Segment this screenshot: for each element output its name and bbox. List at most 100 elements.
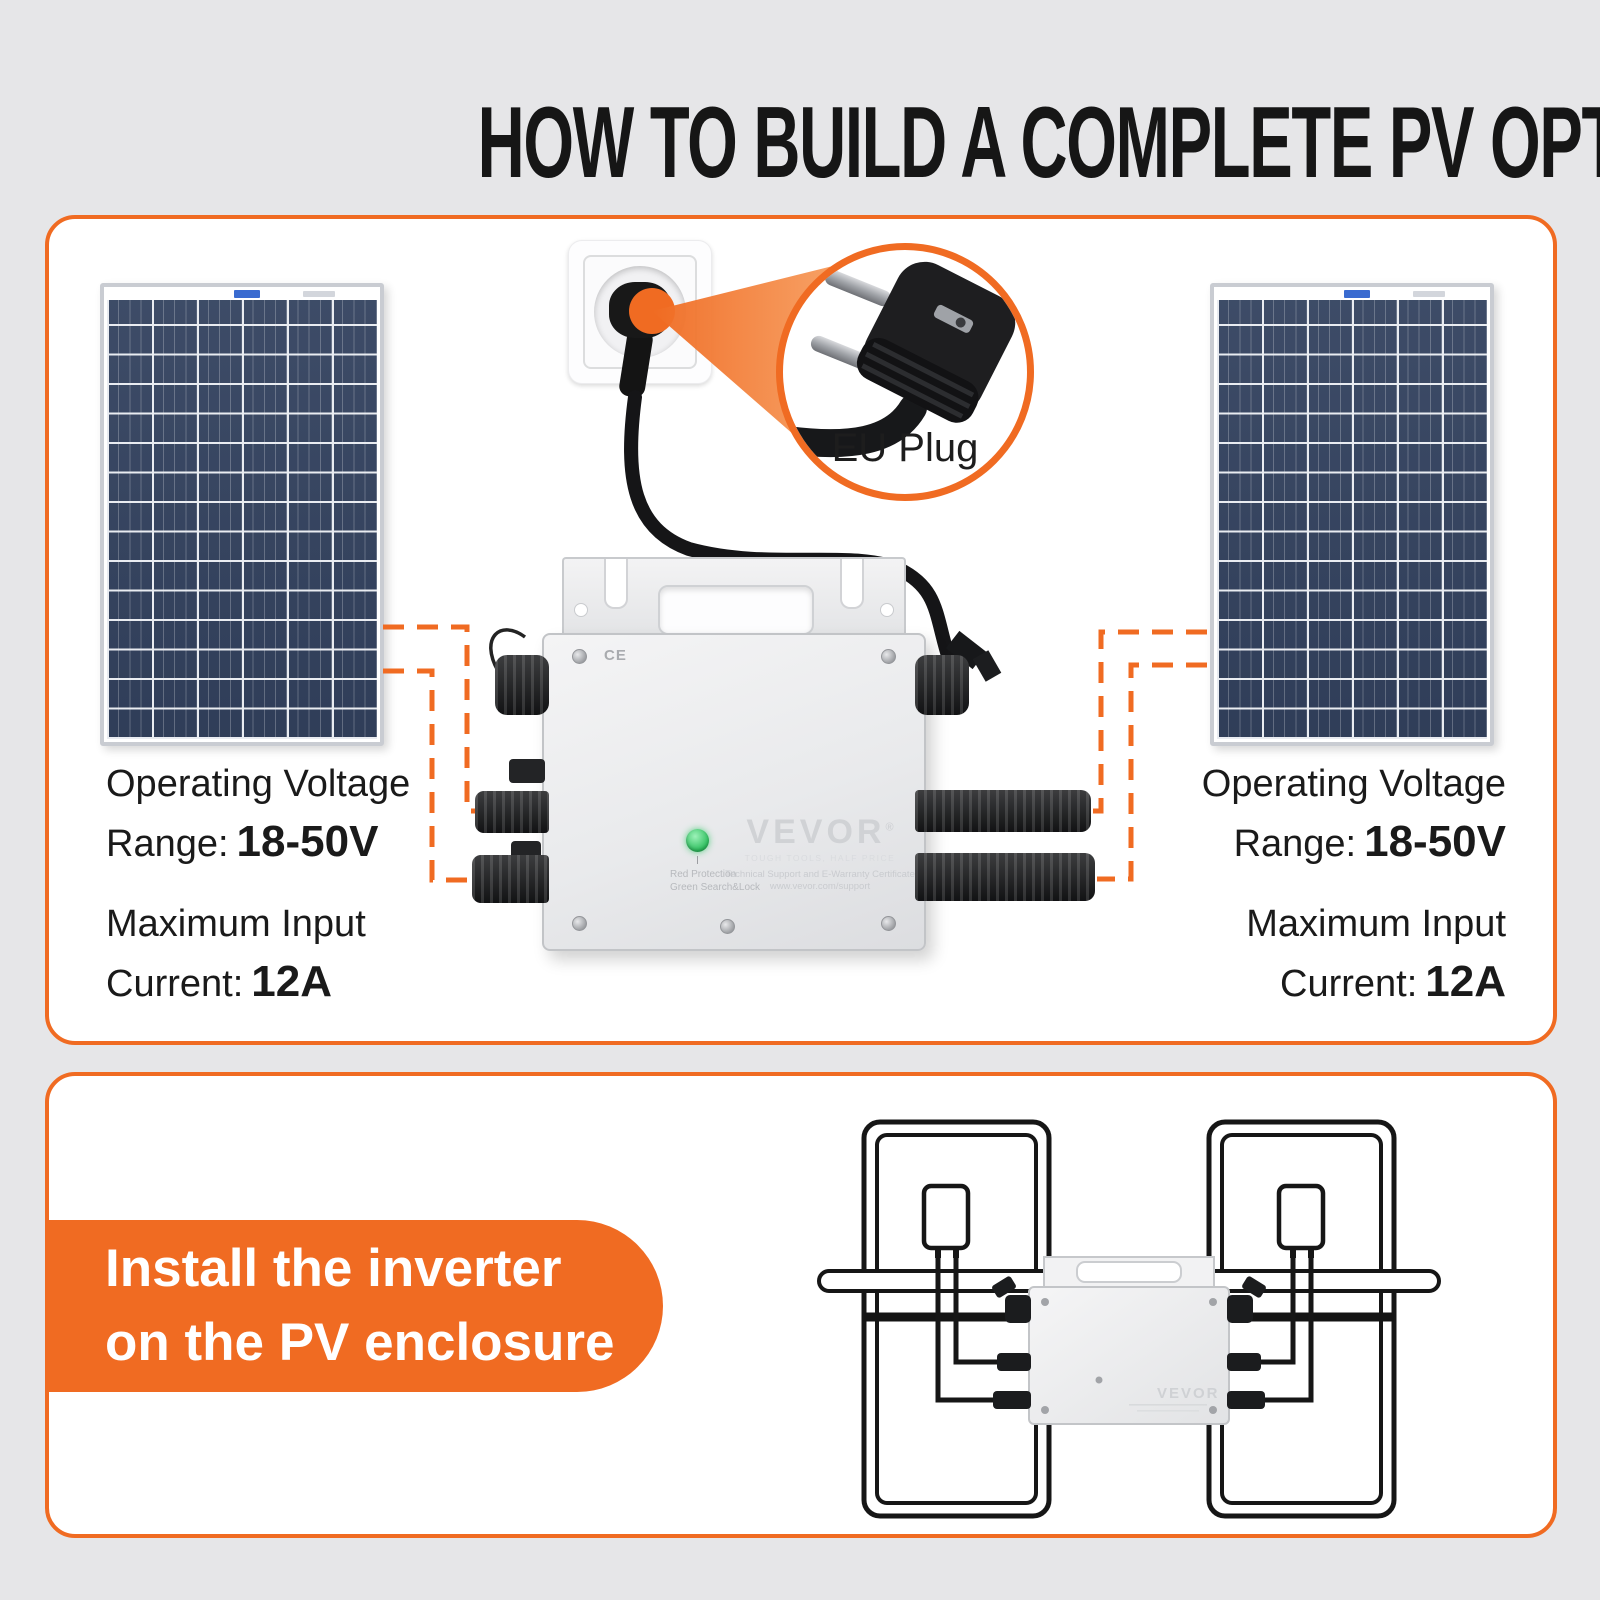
spec-label: Range:: [1233, 823, 1357, 865]
plug-pin-top: [824, 269, 892, 307]
spec-value: 12A: [251, 957, 332, 1006]
solar-panel-left: [100, 283, 384, 746]
brand-text: VEVOR: [746, 813, 886, 851]
screw-icon: [1041, 1298, 1049, 1306]
mount-hole-right: [880, 603, 894, 617]
screw-icon: [881, 649, 896, 664]
box-terminal: [935, 1248, 941, 1258]
spec-label: Range:: [106, 823, 229, 865]
step-line1: Install the inverter: [105, 1239, 562, 1298]
page-title: HOW TO BUILD A COMPLETE PV OPTIMIZATION …: [0, 86, 1600, 201]
panel-brand-chip: [1343, 290, 1370, 298]
plug-screw: [955, 317, 966, 328]
spec-line: Operating Voltage: [106, 763, 411, 805]
mount-slot-right: [840, 559, 864, 609]
spec-value: 18-50V: [1364, 817, 1506, 866]
plug-ridges: [861, 341, 975, 419]
support-line2: www.vevor.com/support: [769, 881, 871, 892]
spec-line: Range:18-50V: [1154, 813, 1506, 873]
spec-line: Operating Voltage: [1201, 763, 1506, 805]
screw-icon: [1041, 1406, 1049, 1414]
diagram-connector: [1227, 1391, 1265, 1409]
screw-icon: [1209, 1298, 1217, 1306]
solar-cells-grid: [1217, 300, 1487, 739]
status-led: [686, 829, 709, 852]
diagram-cap-flag: [992, 1276, 1016, 1298]
diagram-connector: [993, 1391, 1031, 1409]
spec-block-left: Operating Voltage Range:18-50V Maximum I…: [106, 756, 410, 1013]
brand-underline: [1137, 1410, 1199, 1412]
diagram-cap-flag: [1242, 1276, 1266, 1298]
mc4-connector-left-mid: [475, 791, 549, 833]
spec-value: 12A: [1425, 957, 1506, 1006]
step-banner: Install the inverter on the PV enclosure: [45, 1220, 663, 1392]
brand-logo: VEVOR®: [722, 813, 918, 852]
ac-connector-right-top: [915, 655, 969, 715]
install-step-card: Install the inverter on the PV enclosure: [45, 1072, 1557, 1538]
dashed-link-left-upper: [383, 624, 477, 814]
screw-icon: [1209, 1406, 1217, 1414]
support-line1: Technical Support and E-Warranty Certifi…: [725, 869, 915, 880]
spec-line: Current:12A: [106, 953, 410, 1013]
mc4-connector-right-bottom: [915, 853, 1095, 901]
screw-icon: [572, 916, 587, 931]
diagram-connector: [1227, 1295, 1253, 1323]
led-caption: Red Protection Green Search&Lock: [670, 868, 820, 894]
diagram-brand-text: VEVOR: [1157, 1385, 1220, 1402]
ce-mark: CE: [604, 647, 627, 664]
vent-nub-left-upper: [509, 759, 545, 783]
micro-inverter-body: CE Red Protection Green Search&Lock VEVO…: [542, 633, 926, 951]
junction-box-right: [1276, 1183, 1326, 1251]
mount-slot-left: [604, 559, 628, 609]
mc4-connector-left-bottom: [472, 855, 549, 903]
box-terminal: [1290, 1248, 1296, 1258]
eu-plug-illustration: [783, 261, 1016, 458]
mc4-connector-right-mid: [915, 790, 1091, 832]
brand-watermark: VEVOR® TOUGH TOOLS, HALF PRICE Technical…: [722, 813, 918, 893]
eu-plug-label: EU Plug: [831, 426, 979, 470]
spec-line: Current:12A: [1154, 953, 1506, 1013]
dashed-link-right-lower: [1097, 662, 1207, 882]
diagram-connector: [1227, 1353, 1261, 1371]
led-caption-line1: Red Protection: [670, 869, 737, 880]
brand-tagline: TOUGH TOOLS, HALF PRICE: [744, 853, 896, 863]
screw-icon: [572, 649, 587, 664]
dashed-link-right-upper: [1093, 629, 1207, 814]
panel-label-chip: [1412, 291, 1445, 297]
inverter-mount-plate: [562, 557, 906, 637]
spec-line: Range:18-50V: [106, 813, 410, 873]
system-diagram-card: EU Plug CE Red Protection Green Search&L…: [45, 215, 1557, 1045]
box-terminal: [1308, 1248, 1314, 1258]
inverter-handle-slot: [658, 585, 814, 635]
pv-enclosure-diagram: VEVOR: [817, 1119, 1441, 1519]
diagram-inverter-handle: [1076, 1261, 1182, 1283]
screw-icon: [1095, 1376, 1103, 1384]
spec-label: Current:: [106, 963, 244, 1005]
junction-box-left: [921, 1183, 971, 1251]
diagram-inverter-body: [1028, 1286, 1230, 1425]
spec-line: Maximum Input: [1246, 903, 1506, 945]
step-line2: on the PV enclosure: [105, 1313, 615, 1372]
plug-cable: [783, 394, 927, 458]
led-tick: [697, 856, 698, 864]
diagram-inverter: VEVOR: [992, 1256, 1266, 1425]
spec-block-right: Operating Voltage Range:18-50V Maximum I…: [1154, 756, 1506, 1013]
support-text: Technical Support and E-Warranty Certifi…: [722, 869, 918, 893]
mount-hole-left: [574, 603, 588, 617]
brand-underline: [1129, 1404, 1207, 1406]
panel-label-chip: [302, 291, 335, 297]
spec-label: Current:: [1280, 963, 1418, 1005]
solar-cells-grid: [107, 300, 377, 739]
connector-wire-loop: [489, 628, 527, 672]
page-title-text: HOW TO BUILD A COMPLETE PV OPTIMIZATION …: [477, 87, 1600, 199]
dc-cap-flag-2: [972, 650, 1002, 682]
box-terminal: [953, 1248, 959, 1258]
eu-plug-callout: EU Plug: [776, 243, 1034, 501]
panel-brand-chip: [233, 290, 260, 298]
screw-icon: [720, 919, 735, 934]
diagram-connector: [1005, 1295, 1031, 1323]
solar-panel-right: [1210, 283, 1494, 746]
dashed-link-left-lower: [383, 668, 481, 883]
screw-icon: [881, 916, 896, 931]
